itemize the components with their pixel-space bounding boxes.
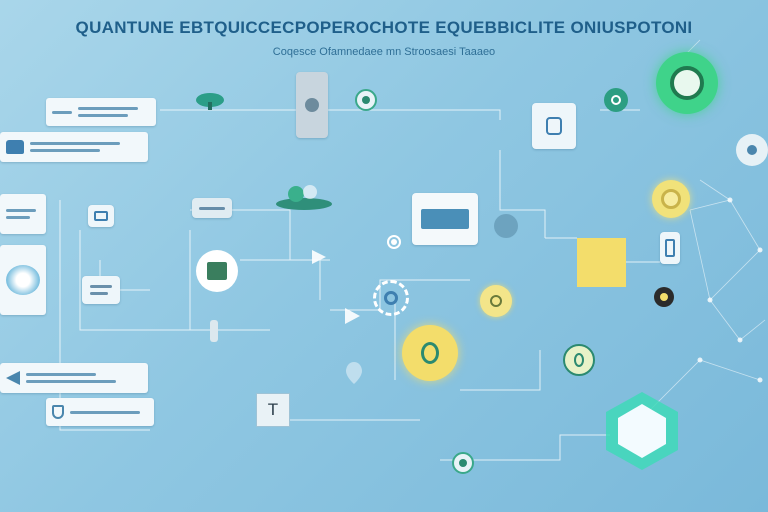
chip-panel-top[interactable] bbox=[532, 103, 576, 149]
chip-icon bbox=[546, 117, 562, 135]
island-cluster bbox=[274, 176, 334, 212]
gateway-panel[interactable] bbox=[192, 198, 232, 218]
coin-node-large[interactable] bbox=[402, 325, 458, 381]
small-tile-2[interactable] bbox=[82, 276, 120, 304]
tablet-panel[interactable] bbox=[296, 72, 328, 138]
pin-icon bbox=[344, 360, 364, 386]
shield-badge[interactable] bbox=[736, 134, 768, 166]
bottom-badge[interactable] bbox=[452, 452, 474, 474]
shield-icon bbox=[52, 405, 64, 419]
person-node[interactable] bbox=[654, 287, 674, 307]
gear-node[interactable] bbox=[373, 280, 409, 316]
left-card-5[interactable] bbox=[0, 363, 148, 393]
left-card-2[interactable] bbox=[0, 132, 148, 162]
left-card-6[interactable] bbox=[46, 398, 154, 426]
hand-icon bbox=[204, 318, 224, 344]
handshake-icon bbox=[492, 212, 520, 240]
small-tile-1[interactable] bbox=[88, 205, 114, 227]
robot-badge[interactable] bbox=[656, 52, 718, 114]
hexagon-icon bbox=[606, 392, 678, 470]
diagram-subtitle: Coqesce Ofamnedaee mn Stroosaesi Taaaeo bbox=[272, 46, 496, 58]
left-card-4[interactable] bbox=[0, 245, 46, 315]
globe-node[interactable] bbox=[387, 235, 401, 249]
green-coin-node[interactable] bbox=[563, 344, 595, 376]
cloud-icon bbox=[6, 265, 40, 295]
phone-device[interactable] bbox=[660, 232, 680, 264]
center-t-node[interactable]: T bbox=[256, 393, 290, 427]
globe-icon bbox=[391, 239, 397, 245]
tree-icon bbox=[192, 90, 228, 110]
server-panel[interactable] bbox=[412, 193, 478, 245]
left-card-3[interactable] bbox=[0, 194, 46, 234]
small-green-badge[interactable] bbox=[604, 88, 628, 112]
lock-icon bbox=[6, 140, 24, 154]
badge-small-top[interactable] bbox=[355, 89, 377, 111]
device-node[interactable] bbox=[196, 250, 238, 292]
key-icon bbox=[6, 371, 20, 385]
hexagon-node[interactable] bbox=[604, 390, 680, 472]
diagram-title: QUANTUNE EBTQUICCECPOPEROCHOTE EQUEBBICL… bbox=[75, 18, 693, 37]
yellow-block[interactable] bbox=[577, 238, 626, 287]
yellow-ring-node[interactable] bbox=[652, 180, 690, 218]
robot-badge-icon bbox=[670, 66, 704, 100]
coin-node-small[interactable] bbox=[480, 285, 512, 317]
coin-icon bbox=[421, 342, 439, 364]
gear-icon bbox=[384, 291, 398, 305]
left-card-1[interactable] bbox=[46, 98, 156, 126]
screen-icon bbox=[207, 262, 227, 280]
